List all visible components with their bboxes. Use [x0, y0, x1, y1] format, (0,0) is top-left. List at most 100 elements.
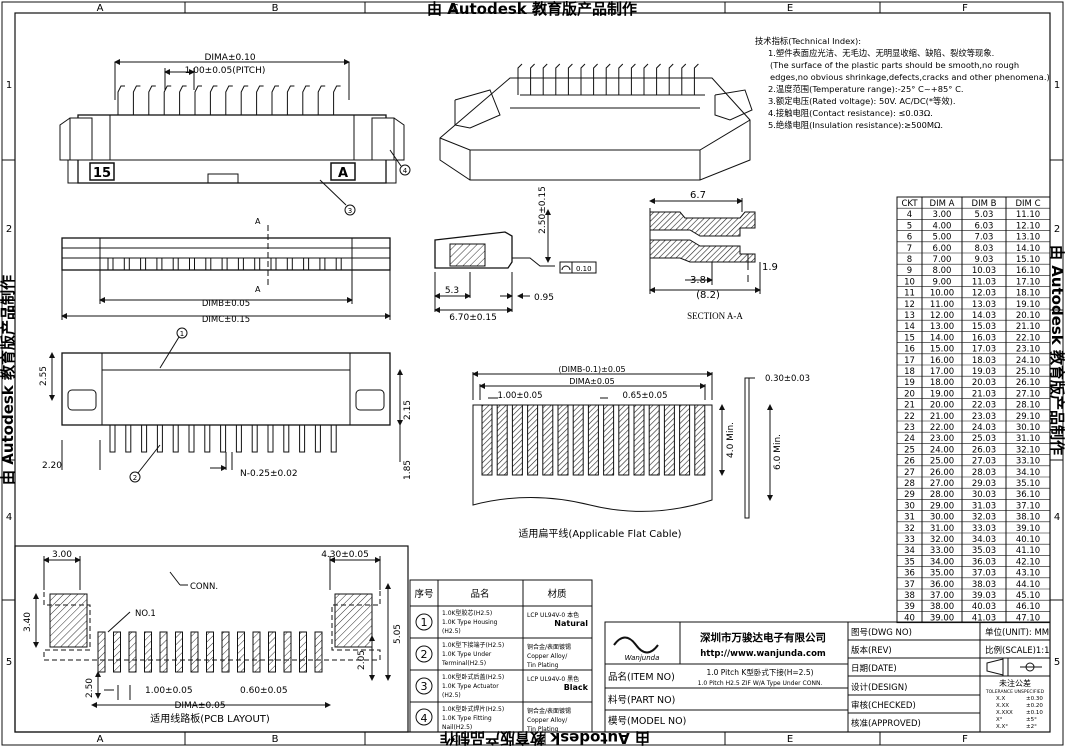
fpc-finger: [633, 404, 645, 476]
isometric-view: [439, 63, 753, 181]
front-pitch-label: 1.00±0.05(PITCH): [185, 66, 266, 76]
bottom-pin: [330, 424, 337, 453]
dim-table-cell: 39.00: [930, 613, 954, 623]
top-pin: [286, 257, 293, 271]
pcb-pad: [268, 631, 276, 673]
side-dim-0-95: 0.95: [534, 293, 554, 303]
dim-table-cell: 33.00: [930, 546, 954, 556]
dim-table-cell: 12.03: [972, 289, 996, 299]
top-pin: [172, 257, 179, 271]
tolerance-title: 未注公差: [999, 678, 1031, 688]
dim-table-cell: 25.00: [930, 457, 954, 467]
front-pin: [225, 85, 233, 115]
dim-table-cell: 21.10: [1016, 322, 1040, 332]
fpc-finger: [648, 404, 660, 476]
dim-table-cell: 22: [904, 412, 915, 422]
pcb-pad: [252, 631, 261, 673]
dim-table-cell: 24: [904, 434, 915, 444]
dim-table-cell: 22.00: [930, 423, 954, 433]
fpc-finger: [572, 404, 584, 476]
front-pin: [256, 85, 264, 115]
dim-table-cell: 19.03: [972, 367, 996, 377]
tech-line-7: 5.绝缘电阻(Insulation resistance):≥500MΩ.: [768, 120, 943, 130]
bottom-pin: [235, 424, 242, 453]
design-label: 设计(DESIGN): [851, 682, 907, 693]
dim-table-cell: 6.00: [933, 244, 952, 254]
fpc-dim-5: 0.30±0.03: [765, 374, 810, 384]
zone-labels: A B C E F A B C E F 1 2 4 5 1 2 4 5: [6, 3, 1060, 745]
bom-row-material: LCP UL94V-0 本色: [527, 611, 579, 619]
dim-table-cell: 32: [904, 524, 915, 534]
fpc-finger: [679, 404, 691, 476]
top-pin: [221, 257, 228, 271]
pcb-pad: [237, 631, 245, 673]
tech-index: 技术指标(Technical Index): 1.塑件表面应光洁、无毛边、无明显…: [755, 36, 1050, 130]
side-dim-5-3: 5.3: [445, 286, 459, 296]
dim-table-cell: 20.10: [1016, 311, 1040, 321]
dim-table-cell: 18.00: [930, 378, 954, 388]
dim-table-cell: 40: [904, 613, 915, 623]
bom-header-name: 品名: [470, 588, 489, 600]
tolerance-value: ±0.30: [1026, 696, 1043, 702]
fpc-finger: [481, 404, 493, 476]
date-label: 日期(DATE): [851, 664, 897, 674]
dim-table-cell: 10.00: [930, 289, 954, 299]
dim-table-cell: 32.10: [1016, 445, 1040, 455]
bom-table: [409, 579, 593, 733]
bom-row-no: 3: [421, 680, 428, 693]
dim-table-cell: 18: [904, 367, 915, 377]
dim-table-cell: 8: [907, 255, 912, 265]
balloon-3: 3: [348, 207, 352, 215]
dim-table-cell: 6: [907, 233, 912, 243]
front-pin: [117, 85, 125, 115]
pcb-dim-0-60: 0.60±0.05: [240, 686, 288, 696]
top-pin: [335, 257, 342, 271]
dim-table-cell: 30.03: [972, 490, 996, 500]
dim-table-cell: 3.00: [933, 210, 952, 220]
flat-cable-view: [472, 371, 773, 519]
dim-table-cell: 12.10: [1016, 221, 1040, 231]
front-pin: [132, 85, 141, 115]
dim-table-cell: 29.03: [972, 479, 996, 489]
bottom-pin: [109, 424, 116, 453]
front-view: [59, 59, 411, 216]
tolerance-value: ±0.10: [1026, 710, 1043, 716]
checked-label: 审核(CHECKED): [851, 700, 916, 711]
bom-row-material: Copper Alloy/: [527, 717, 568, 724]
item-desc-2: 1.0 Pitch H2.5 ZIF W/A Type Under CONN.: [698, 680, 823, 687]
company-url: http://www.wanjunda.com: [700, 649, 826, 659]
bom-row-name: 1.0K型胶芯(H2.5): [442, 609, 492, 617]
dim-table-cell: 11.00: [930, 300, 954, 310]
bom-row-material: Tin Plating: [526, 726, 559, 733]
dim-table-cell: 40.03: [972, 602, 996, 612]
pcb-pad: [128, 631, 137, 673]
flatness-value: 0.10: [576, 265, 592, 273]
dim-table-cell: 38.00: [930, 602, 954, 612]
dim-table-cell: 43.10: [1016, 569, 1040, 579]
front-dima-label: DIMA±0.10: [204, 53, 255, 63]
zone-letter-e: E: [787, 3, 793, 14]
dim-table-cell: 4: [907, 210, 912, 220]
dim-table-cell: 21.03: [972, 389, 996, 399]
tech-line-2: (The surface of the plastic parts should…: [770, 60, 1019, 70]
dim-table-cell: 9: [907, 266, 912, 276]
dim-table-cell: 24.10: [1016, 356, 1040, 366]
watermark-top: 由 Autodesk 教育版产品制作: [427, 0, 637, 18]
dim-table-cell: 18.10: [1016, 289, 1040, 299]
tolerance-value: ±2°: [1026, 724, 1037, 730]
pcb-dim-2-50: 2.50: [85, 678, 95, 698]
title-block: [604, 621, 1051, 733]
zone-number-4: 4: [6, 512, 12, 523]
iso-pin: [542, 63, 548, 95]
side-dim-2-50: 2.50±0.15: [538, 186, 548, 234]
bottom-pin: [204, 424, 211, 453]
dim-table-header: DIM A: [930, 199, 955, 209]
dim-table-cell: 47.10: [1016, 613, 1040, 623]
dim-table-cell: 17.00: [930, 367, 954, 377]
unit-label: 单位(UNIT): MM: [985, 627, 1049, 638]
dim-table-cell: 45.10: [1016, 591, 1040, 601]
dim-table-cell: 17: [904, 356, 915, 366]
bottom-pin: [141, 424, 148, 453]
dim-table-cell: 27.03: [972, 457, 996, 467]
zone-number-2: 2: [6, 224, 12, 235]
